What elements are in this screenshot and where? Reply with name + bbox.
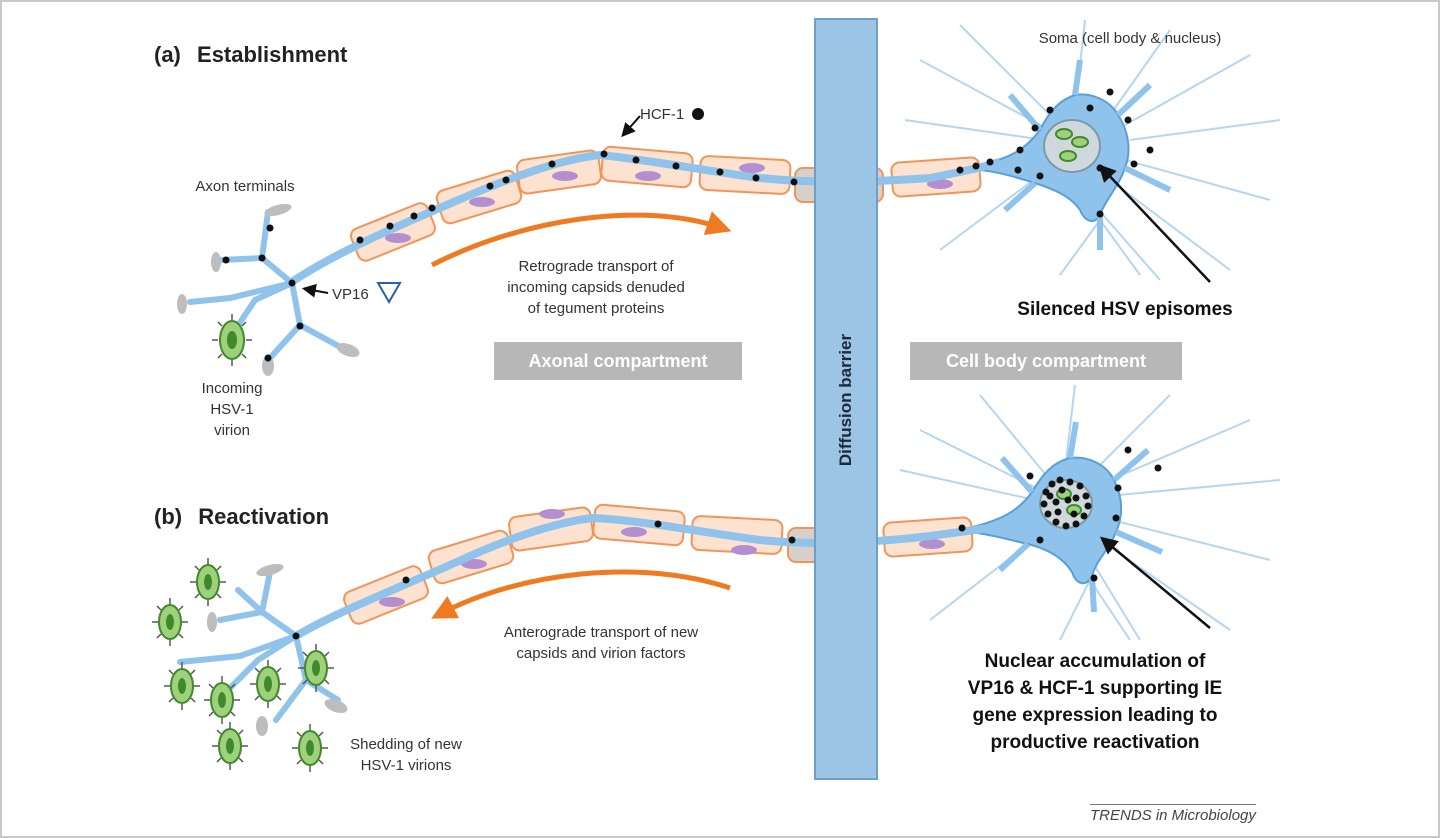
diffusion-barrier xyxy=(814,18,878,780)
axon-terminals-b xyxy=(177,569,341,723)
soma-label: Soma (cell body & nucleus) xyxy=(1038,30,1222,47)
panel-b-name: Reactivation xyxy=(198,504,330,529)
nuclear-accumulation-line-2: VP16 & HCF-1 supporting IE xyxy=(967,678,1223,699)
cell-body-compartment-box: Cell body compartment xyxy=(910,342,1182,380)
terminal-caps-b xyxy=(207,563,348,736)
hcf1-label: HCF-1 xyxy=(640,106,685,123)
panel-b-letter: (b) xyxy=(154,504,183,529)
terminal-caps-a xyxy=(177,203,360,376)
axon-a xyxy=(287,150,1002,287)
shedding-label: Shedding of new HSV-1 virions xyxy=(336,734,476,776)
shedding-line-1: Shedding of new xyxy=(350,736,462,753)
vp16-arrow xyxy=(301,283,329,298)
incoming-virion-label: Incoming HSV-1 virion xyxy=(180,378,284,441)
hcf1-dot-icon xyxy=(692,108,704,120)
retrograde-line-2: incoming capsids denuded xyxy=(507,279,685,296)
diffusion-barrier-label: Diffusion barrier xyxy=(836,333,855,467)
vp16-label: VP16 xyxy=(332,286,369,303)
anterograde-arrow xyxy=(431,569,731,619)
nuclear-arrow xyxy=(1099,536,1211,629)
axon-terminals-a xyxy=(187,209,345,361)
hcf1-arrow xyxy=(621,115,641,138)
panel-a-name: Establishment xyxy=(197,42,348,67)
axonal-compartment-box: Axonal compartment xyxy=(494,342,742,380)
panel-b-title: (b) Reactivation xyxy=(154,504,329,530)
silenced-episomes-label: Silenced HSV episomes xyxy=(1017,299,1233,320)
journal-footer: TRENDS in Microbiology xyxy=(1090,804,1256,824)
shedding-line-2: HSV-1 virions xyxy=(360,757,452,774)
vp16-triangle-icon xyxy=(376,282,402,304)
incoming-virion-line-1: Incoming xyxy=(201,380,263,397)
incoming-virion-line-3: virion xyxy=(214,422,250,439)
cargo-dots-a xyxy=(222,88,1154,362)
anterograde-line-1: Anterograde transport of new xyxy=(503,624,699,641)
axon-b xyxy=(293,513,991,640)
anterograde-line-2: capsids and virion factors xyxy=(516,645,686,662)
retrograde-arrow xyxy=(430,211,732,268)
soma-a xyxy=(979,59,1172,250)
nuclear-accumulation-label: Nuclear accumulation of VP16 & HCF-1 sup… xyxy=(950,648,1240,756)
panel-a-letter: (a) xyxy=(154,42,181,67)
cargo-dots-b xyxy=(292,520,966,640)
soma-b xyxy=(969,421,1164,613)
axon-terminals-label: Axon terminals xyxy=(195,178,295,195)
nuclear-accumulation-line-3: gene expression leading to xyxy=(972,705,1218,726)
retrograde-line-3: of tegument proteins xyxy=(527,300,665,317)
panel-a-title: (a) Establishment xyxy=(154,42,347,68)
incoming-virion-line-2: HSV-1 xyxy=(210,401,254,418)
retrograde-label: Retrograde transport of incoming capsids… xyxy=(476,256,716,319)
new-virions xyxy=(152,558,334,772)
nuclear-accumulation-line-1: Nuclear accumulation of xyxy=(984,651,1206,672)
anterograde-label: Anterograde transport of new capsids and… xyxy=(466,622,736,664)
nuclear-accumulation-line-4: productive reactivation xyxy=(990,732,1200,753)
nuclear-dots-b xyxy=(1040,476,1092,530)
silenced-arrow xyxy=(1098,164,1211,283)
retrograde-line-1: Retrograde transport of xyxy=(518,258,674,275)
incoming-virion xyxy=(212,314,252,366)
